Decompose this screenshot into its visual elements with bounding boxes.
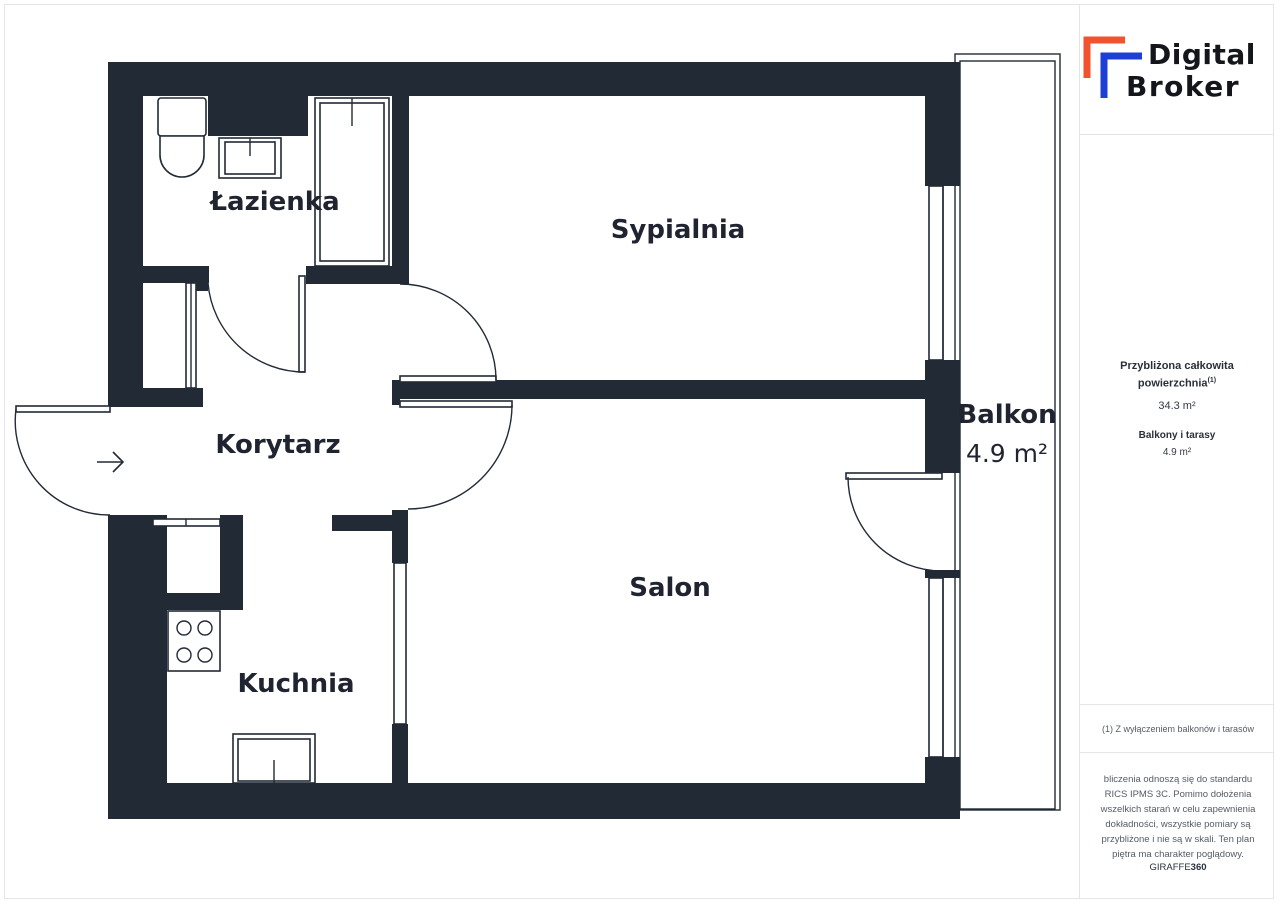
bathtub-inner xyxy=(319,102,385,262)
giraffe360-credit: GIRAFFE360 xyxy=(1149,862,1207,873)
brand-logo: Digital Broker xyxy=(1080,32,1275,112)
divider xyxy=(1080,752,1274,753)
closet xyxy=(185,282,197,389)
balcony-inner-outline xyxy=(959,60,1056,810)
total-area-value: 34.3 m² xyxy=(1158,400,1196,412)
bathroom-fixtures xyxy=(157,97,390,267)
brand-name-line1: Digital xyxy=(1148,38,1256,71)
kitchen-fixtures xyxy=(167,610,316,784)
total-area-label-line1: Przybliżona całkowita xyxy=(1120,360,1234,372)
brand-name-line2: Broker xyxy=(1126,70,1241,103)
balcony-area: 4.9 m² xyxy=(966,439,1048,468)
doors xyxy=(14,275,943,572)
info-panel: Digital Broker Przybliżona całkowita pow… xyxy=(1079,4,1274,899)
balcony-area-label: Balkony i tarasy xyxy=(1138,430,1216,441)
toilet-bowl xyxy=(159,135,205,178)
disclaimer: bliczenia odnoszą się do standardu RICS … xyxy=(1100,774,1256,860)
brand-logo-icon xyxy=(1083,36,1142,98)
room-label-bathroom: Łazienka xyxy=(208,187,339,217)
interior-walls xyxy=(143,96,960,819)
room-label-kitchen: Kuchnia xyxy=(237,669,354,699)
divider xyxy=(1080,134,1274,135)
balcony-area-value: 4.9 m² xyxy=(1162,447,1192,458)
footnote: (1) Z wyłączeniem balkonów i tarasów xyxy=(1101,724,1255,734)
windows xyxy=(393,185,944,758)
divider xyxy=(1080,704,1274,705)
page-frame xyxy=(4,4,1274,899)
stove xyxy=(167,610,221,672)
outer-walls xyxy=(108,62,960,819)
toilet-tank xyxy=(157,97,207,137)
room-label-bedroom: Sypialnia xyxy=(611,215,746,245)
room-label-living-room: Salon xyxy=(629,573,711,603)
room-label-balcony: Balkon xyxy=(957,400,1056,430)
balcony-outline xyxy=(954,53,1061,811)
floor-plan: Łazienka Sypialnia Korytarz Salon Kuchni… xyxy=(14,53,1061,819)
entrance-arrow-icon xyxy=(97,451,125,473)
room-label-hallway: Korytarz xyxy=(215,430,340,460)
total-area-label-line2: powierzchnia(1) xyxy=(1137,377,1217,390)
